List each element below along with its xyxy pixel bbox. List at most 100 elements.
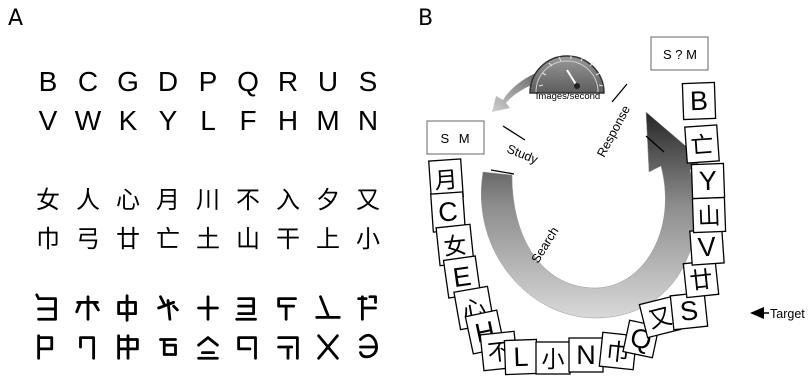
response-box-label: S ? M — [663, 47, 697, 62]
card-symbol: 廿 — [688, 267, 714, 295]
search-card: 小 — [535, 341, 571, 375]
response-label: Response — [594, 103, 633, 159]
study-label: Study — [505, 142, 541, 167]
chinese-character: 夕 — [316, 185, 340, 214]
search-card: Y — [690, 162, 726, 200]
panel-b-label: B — [418, 6, 434, 31]
novel-symbol-row — [28, 327, 388, 366]
novel-symbol-icon — [148, 293, 188, 323]
card-symbol: E — [451, 261, 473, 293]
target-card: S — [669, 291, 709, 331]
search-card: 山 — [691, 196, 727, 234]
response-box — [650, 36, 709, 71]
latin-letter: D — [157, 65, 179, 97]
chinese-character: 廿 — [116, 224, 140, 253]
latin-letter: C — [77, 65, 99, 97]
card-frame — [684, 124, 720, 164]
search-card: 又 — [638, 295, 682, 339]
novel-symbol-icon — [148, 332, 188, 362]
chinese-character: 干 — [276, 224, 300, 253]
response-divider-top — [611, 83, 628, 103]
latin-letter: R — [277, 65, 299, 97]
latin-letter: V — [38, 104, 58, 136]
latin-letter: N — [357, 104, 379, 136]
novel-symbol-icon — [308, 332, 348, 362]
novel-symbol-icon — [228, 332, 268, 362]
latin-letter: G — [117, 65, 139, 97]
card-symbol: S — [678, 295, 699, 327]
chinese-character: 人 — [76, 185, 100, 214]
target-arrow-icon — [750, 307, 764, 319]
novel-symbol-icon — [268, 293, 308, 323]
card-frame — [690, 162, 726, 200]
latin-letter: L — [200, 104, 216, 136]
study-box-label: S M — [440, 131, 469, 146]
search-label: Search — [529, 225, 562, 266]
chinese-character: 巾 — [36, 224, 60, 253]
chinese-character: 心 — [116, 185, 140, 214]
target-label: Target — [770, 307, 805, 321]
panel-a-label: A — [8, 6, 24, 31]
chinese-character: 不 — [236, 185, 260, 214]
novel-symbol-icon — [188, 332, 228, 362]
chinese-character-row: 女人心月川不入夕又 — [28, 180, 388, 219]
chinese-character: 土 — [196, 224, 220, 253]
card-symbol: N — [576, 340, 596, 370]
card-symbol: 月 — [434, 167, 459, 195]
novel-symbol-icon — [108, 293, 148, 323]
latin-letter: B — [38, 65, 58, 97]
card-frame — [535, 341, 571, 375]
latin-letter: K — [118, 104, 138, 136]
novel-symbol-icon — [28, 332, 68, 362]
latin-letter: W — [74, 104, 102, 136]
card-symbol: 亡 — [690, 132, 715, 160]
latin-letter: S — [358, 65, 378, 97]
chinese-character: 亡 — [156, 224, 180, 253]
card-symbol: 女 — [442, 233, 468, 261]
search-card: 亡 — [684, 124, 720, 164]
card-symbol: L — [513, 342, 529, 373]
chinese-character: 又 — [356, 185, 380, 214]
study-box — [426, 120, 485, 155]
novel-symbol-icon — [108, 332, 148, 362]
study-divider-bottom — [490, 169, 515, 175]
latin-letter: Y — [158, 104, 178, 136]
novel-symbol-icon — [68, 332, 108, 362]
latin-letter: H — [277, 104, 299, 136]
search-card: L — [503, 338, 539, 376]
novel-symbol-icon — [348, 293, 388, 323]
novel-symbol-icon — [28, 292, 68, 323]
chinese-character-row: 巾弓廿亡土山干上小 — [28, 219, 388, 258]
gauge-label: Images/second — [536, 91, 600, 102]
speedometer-icon — [529, 55, 605, 94]
search-card: 月 — [428, 158, 464, 200]
chinese-character: 山 — [236, 224, 260, 253]
chinese-character: 小 — [356, 224, 380, 253]
search-card: V — [689, 228, 725, 266]
latin-letter: P — [198, 65, 218, 97]
latin-letter: U — [317, 65, 339, 97]
search-card: C — [430, 191, 466, 233]
response-divider-bottom — [645, 135, 665, 153]
chinese-character: 女 — [36, 185, 60, 214]
latin-letter: M — [316, 104, 340, 136]
search-card: 女 — [435, 223, 475, 267]
chinese-character: 弓 — [76, 224, 100, 253]
study-divider-top — [502, 125, 526, 141]
card-symbol: C — [437, 196, 459, 227]
search-card: B — [681, 81, 717, 121]
novel-symbol-row — [28, 288, 388, 327]
chinese-character: 月 — [156, 185, 180, 214]
chinese-character-grid: 女人心月川不入夕又巾弓廿亡土山干上小 — [28, 180, 388, 258]
card-symbol: 山 — [697, 204, 721, 231]
novel-symbol-icon — [188, 293, 228, 323]
novel-symbol-icon — [348, 332, 388, 362]
novel-symbol-icon — [268, 332, 308, 362]
card-symbol: V — [697, 231, 717, 262]
chinese-character: 上 — [316, 224, 340, 253]
